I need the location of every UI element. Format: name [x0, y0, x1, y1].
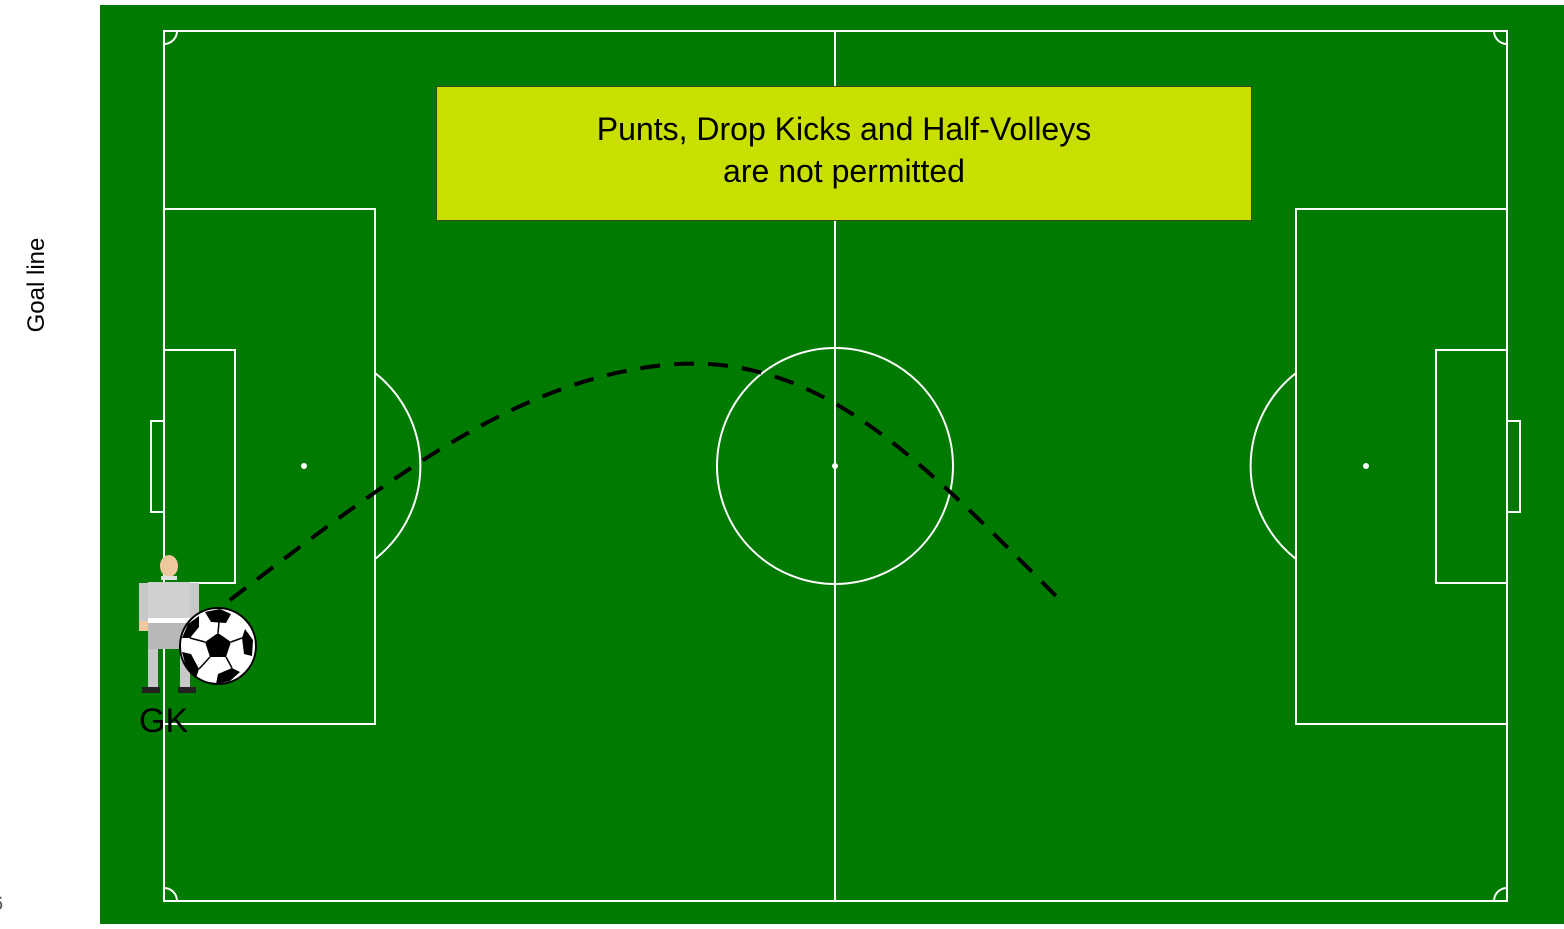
- left-penalty-spot: [301, 463, 307, 469]
- rule-callout: Punts, Drop Kicks and Half-Volleys are n…: [436, 86, 1252, 221]
- left-penalty-arc: [374, 372, 422, 560]
- right-penalty-arc: [1249, 372, 1297, 560]
- goalkeeper-label: GK: [139, 702, 189, 740]
- pitch-spots: [301, 463, 1369, 469]
- right-goal: [1506, 420, 1521, 513]
- soccer-ball-icon: [179, 607, 257, 685]
- right-penalty-spot: [1363, 463, 1369, 469]
- page-number: 6: [0, 893, 3, 916]
- corner-arc-top-right: [1493, 30, 1508, 45]
- center-circle: [716, 347, 954, 585]
- callout-line-2: are not permitted: [723, 153, 965, 189]
- corner-arc-top-left: [163, 30, 178, 45]
- center-spot: [832, 463, 838, 469]
- callout-line-1: Punts, Drop Kicks and Half-Volleys: [596, 111, 1092, 147]
- left-goal: [150, 420, 165, 513]
- corner-arc-bottom-left: [163, 887, 178, 902]
- goal-line-label: Goal line: [23, 237, 50, 333]
- callout-background: [436, 86, 1252, 221]
- corner-arc-bottom-right: [1493, 887, 1508, 902]
- ball-trajectory: [228, 361, 1067, 607]
